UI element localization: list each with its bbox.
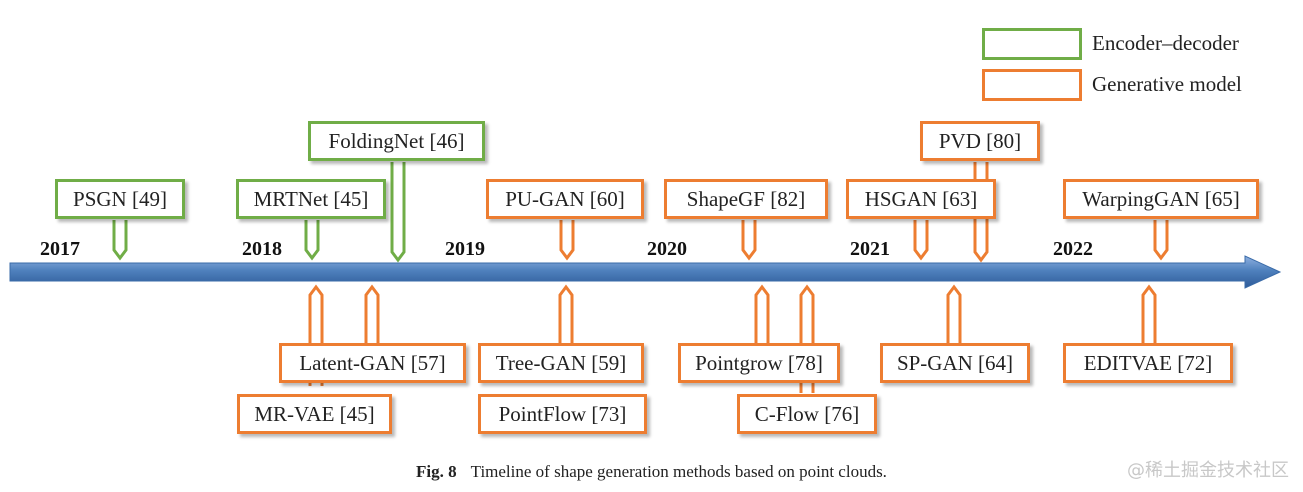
figure-caption: Fig. 8 Timeline of shape generation metho… (0, 462, 1303, 482)
method-box-spgan: SP-GAN [64] (880, 343, 1030, 383)
method-box-cflow: C-Flow [76] (737, 394, 877, 434)
connector-cflow (799, 284, 815, 393)
year-label-2017: 2017 (40, 238, 80, 260)
method-box-pointflow: PointFlow [73] (478, 394, 647, 434)
connector-foldingnet (390, 162, 406, 263)
connector-latentgan (308, 284, 324, 386)
connector-pointgrow (754, 284, 770, 343)
method-box-treegan: Tree-GAN [59] (478, 343, 644, 383)
connector-warpinggan (1153, 220, 1169, 261)
method-box-psgn: PSGN [49] (55, 179, 185, 219)
year-label-2021: 2021 (850, 238, 890, 260)
timeline-arrow (9, 255, 1282, 289)
legend-label-generative-model: Generative model (1092, 72, 1242, 96)
connector-mrvae (364, 284, 380, 343)
figure-caption-text: Timeline of shape generation methods bas… (470, 462, 887, 481)
year-label-2019: 2019 (445, 238, 485, 260)
method-box-shapegf: ShapeGF [82] (664, 179, 828, 219)
connector-pvd (973, 162, 989, 263)
legend-swatch-generative-model (982, 69, 1082, 101)
method-box-pointgrow: Pointgrow [78] (678, 343, 840, 383)
method-box-warpinggan: WarpingGAN [65] (1063, 179, 1259, 219)
method-box-mrtnet: MRTNet [45] (236, 179, 386, 219)
year-label-2022: 2022 (1053, 238, 1093, 260)
connector-editvae (1141, 284, 1157, 343)
figure-number: Fig. 8 (416, 462, 457, 481)
method-box-latentgan: Latent-GAN [57] (279, 343, 466, 383)
year-label-2018: 2018 (242, 238, 282, 260)
watermark: @稀土掘金技术社区 (1127, 460, 1289, 481)
method-box-mrvae: MR-VAE [45] (237, 394, 392, 434)
connector-hsgan (913, 220, 929, 261)
connector-treegan (558, 284, 574, 343)
legend-label-encoder-decoder: Encoder–decoder (1092, 31, 1239, 55)
connector-psgn (112, 220, 128, 261)
method-box-pvd: PVD [80] (920, 121, 1040, 161)
connector-spgan (946, 284, 962, 343)
method-box-hsgan: HSGAN [63] (846, 179, 996, 219)
year-label-2020: 2020 (647, 238, 687, 260)
connector-pugan (559, 220, 575, 261)
method-box-foldingnet: FoldingNet [46] (308, 121, 485, 161)
legend-swatch-encoder-decoder (982, 28, 1082, 60)
method-box-editvae: EDITVAE [72] (1063, 343, 1233, 383)
connector-mrtnet (304, 220, 320, 261)
method-box-pugan: PU-GAN [60] (486, 179, 644, 219)
connector-shapegf (741, 220, 757, 261)
